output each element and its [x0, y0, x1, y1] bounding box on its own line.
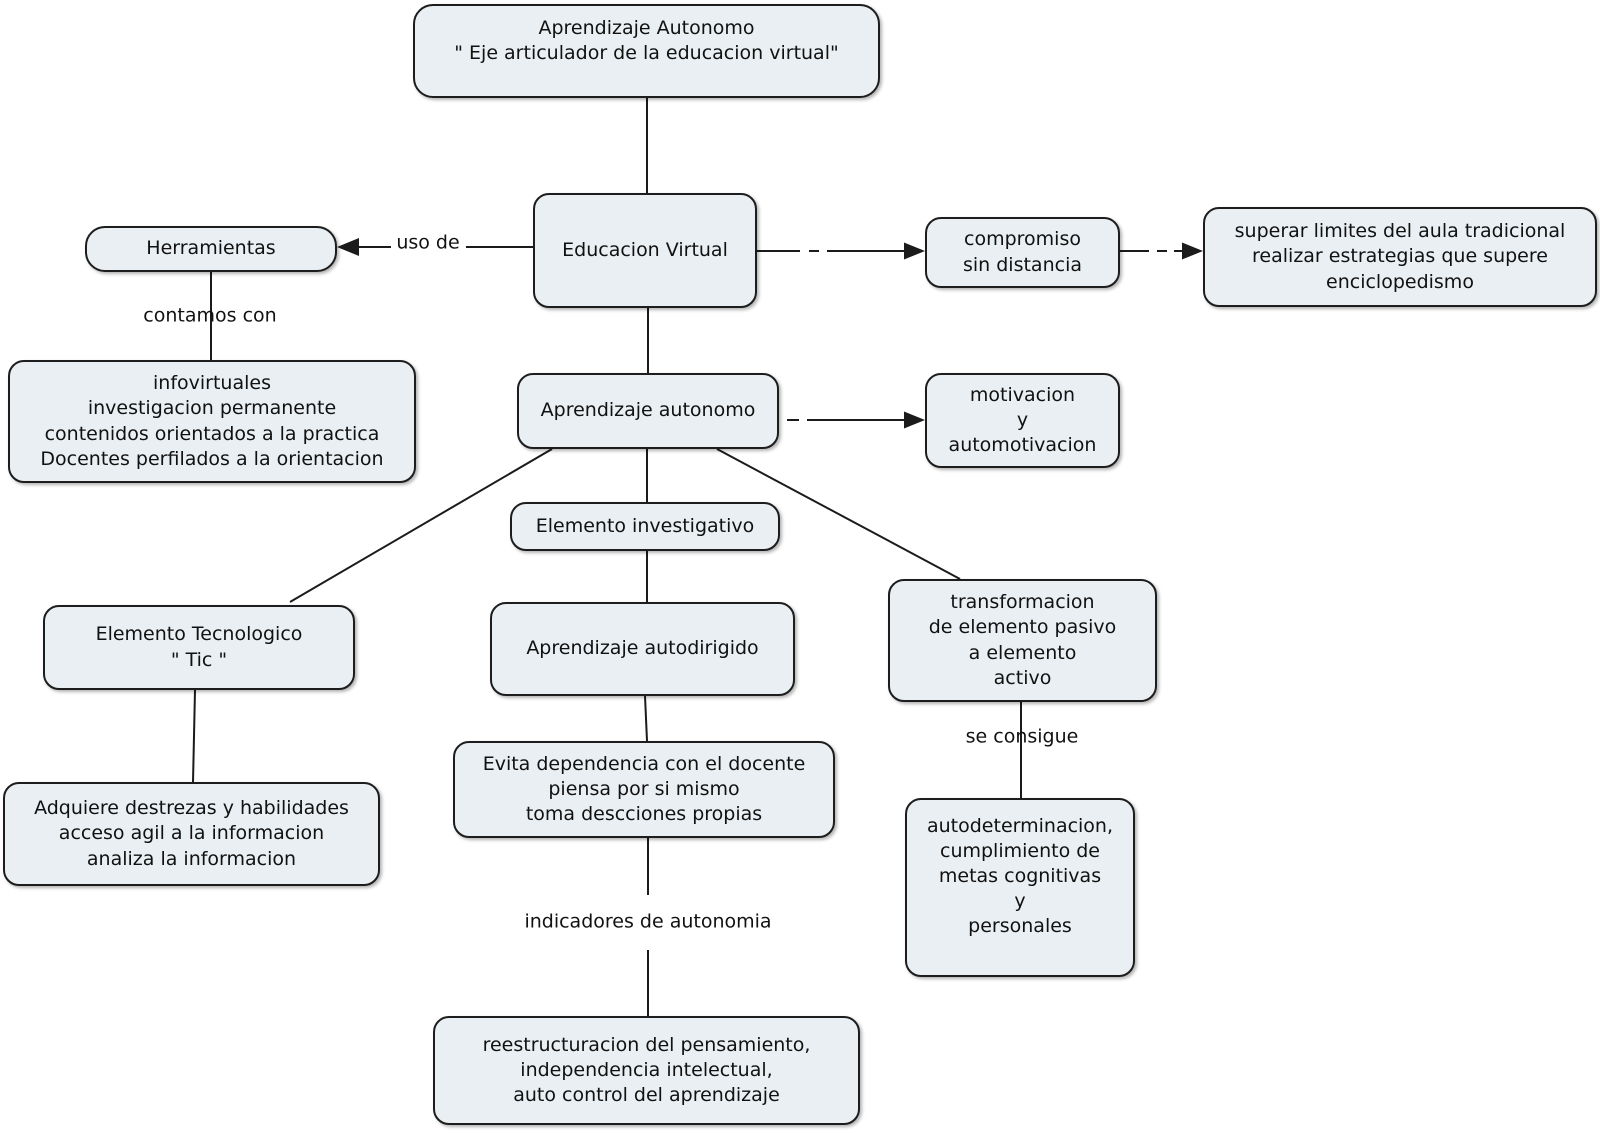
link-label-indicadores-de-autonomia[interactable]: indicadores de autonomia — [524, 910, 772, 933]
node-superar-limites[interactable]: superar limites del aula tradicional rea… — [1203, 207, 1597, 307]
node-educacion-virtual[interactable]: Educacion Virtual — [533, 193, 757, 308]
node-autodeterminacion[interactable]: autodeterminacion, cumplimiento de metas… — [905, 798, 1135, 977]
connector-line — [192, 689, 196, 783]
arrowhead — [337, 238, 359, 256]
connector-tecnologico-adquiere — [192, 689, 196, 783]
node-compromiso-sin-distancia[interactable]: compromiso sin distancia — [925, 217, 1120, 288]
connector-aprendizaje-tecnologico — [289, 448, 553, 603]
connector-aprendizaje-motivacion — [787, 411, 925, 429]
connector-line — [644, 695, 648, 742]
connector-aprendizaje-transformacion — [716, 448, 961, 580]
node-elemento-tecnologico[interactable]: Elemento Tecnologico " Tic " — [43, 605, 355, 690]
connector-educacion-compromiso — [757, 242, 925, 260]
node-elemento-investigativo[interactable]: Elemento investigativo — [510, 502, 780, 551]
node-herramientas[interactable]: Herramientas — [85, 226, 337, 272]
connector-line — [289, 448, 553, 603]
connector-educacion-herramientas — [337, 238, 533, 256]
connector-compromiso-superar — [1120, 242, 1203, 260]
node-transformacion[interactable]: transformacion de elemento pasivo a elem… — [888, 579, 1157, 702]
node-evita-dependencia[interactable]: Evita dependencia con el docente piensa … — [453, 741, 835, 838]
node-reestructuracion[interactable]: reestructuracion del pensamiento, indepe… — [433, 1016, 860, 1125]
node-aprendizaje-autodirigido[interactable]: Aprendizaje autodirigido — [490, 602, 795, 696]
arrowhead — [904, 411, 925, 429]
connector-autodirigido-evita — [644, 695, 648, 742]
node-infovirtuales[interactable]: infovirtuales investigacion permanente c… — [8, 360, 416, 483]
link-label-contamos-con[interactable]: contamos con — [143, 304, 277, 327]
node-aprendizaje-autonomo[interactable]: Aprendizaje autonomo — [517, 373, 779, 449]
arrowhead — [904, 242, 925, 260]
node-aprendizaje-autonomo-root[interactable]: Aprendizaje Autonomo " Eje articulador d… — [413, 4, 880, 98]
node-adquiere-destrezas[interactable]: Adquiere destrezas y habilidades acceso … — [3, 782, 380, 886]
node-motivacion[interactable]: motivacion y automotivacion — [925, 373, 1120, 468]
link-label-se-consigue[interactable]: se consigue — [965, 725, 1079, 748]
connector-line — [716, 448, 961, 580]
link-label-uso-de[interactable]: uso de — [396, 231, 460, 254]
arrowhead — [1182, 242, 1203, 260]
